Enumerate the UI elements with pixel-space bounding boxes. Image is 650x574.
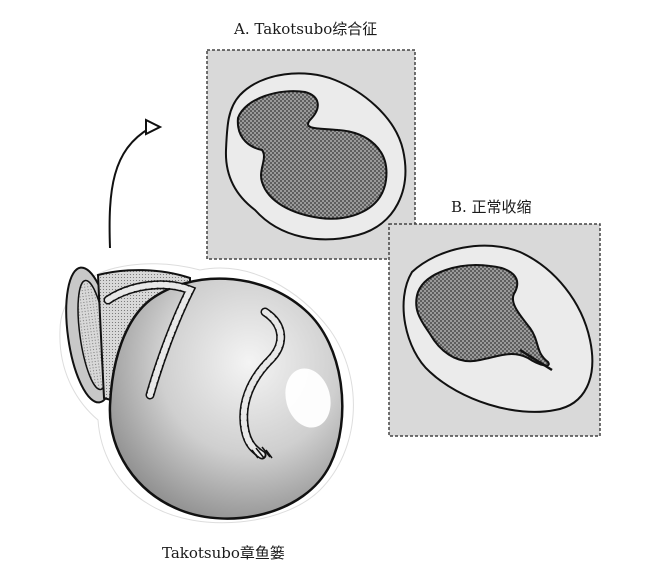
panel-b-ventricle-cavity bbox=[415, 264, 550, 367]
pot-highlight bbox=[285, 368, 331, 428]
takotsubo-pot bbox=[59, 263, 354, 524]
pot-label: Takotsubo章鱼篓 bbox=[162, 544, 285, 562]
pointer-arrow bbox=[108, 118, 163, 249]
panel-a-ventricle-cavity bbox=[236, 90, 388, 220]
panel-b-label: B. 正常收缩 bbox=[451, 198, 532, 216]
panel-b-normal-heart bbox=[388, 223, 601, 437]
pot-rope-end bbox=[251, 446, 273, 459]
panel-a-takotsubo-heart bbox=[206, 49, 416, 260]
panel-a-label: A. Takotsubo综合征 bbox=[234, 20, 378, 38]
